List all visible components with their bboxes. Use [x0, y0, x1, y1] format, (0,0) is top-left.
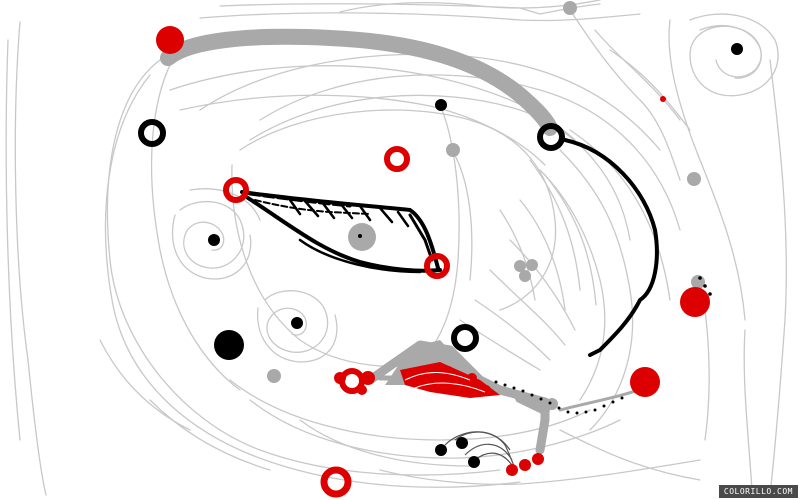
red-dot [156, 26, 184, 54]
red-dot [680, 287, 710, 317]
black-dot [468, 456, 480, 468]
thin-contour-lines [5, 0, 787, 496]
black-dot [435, 99, 447, 111]
black-dot [435, 444, 447, 456]
black-ring [138, 119, 166, 147]
watermark: COLORILLO.COM [718, 485, 798, 498]
gray-dot [514, 260, 526, 272]
red-ring [384, 146, 410, 172]
red-ring [223, 177, 249, 203]
black-ring [537, 123, 565, 151]
black-dot [731, 43, 743, 55]
eye-outline [240, 190, 442, 274]
gray-dot [563, 1, 577, 15]
red-dot-small [660, 96, 666, 102]
black-ring [451, 324, 479, 352]
eye-pupil [358, 234, 362, 238]
eye-iris [348, 223, 376, 251]
gray-dot [267, 369, 281, 383]
gray-dot [691, 275, 705, 289]
sprout-lines [444, 431, 516, 471]
gray-dot [519, 270, 531, 282]
black-dot [291, 317, 303, 329]
cheek-black-curve [563, 138, 659, 357]
red-dot [630, 367, 660, 397]
gray-dot [526, 259, 538, 271]
lip-lines [404, 372, 486, 393]
black-spots [138, 43, 743, 468]
black-dot [208, 234, 220, 246]
gray-dot [687, 172, 701, 186]
gray-dot [546, 398, 558, 410]
red-ring [320, 466, 352, 498]
black-dot [456, 437, 468, 449]
red-spots [156, 26, 710, 498]
red-ring [424, 253, 450, 279]
black-dot [214, 330, 244, 360]
gray-dot [446, 143, 460, 157]
dotted-chain [494, 276, 712, 415]
